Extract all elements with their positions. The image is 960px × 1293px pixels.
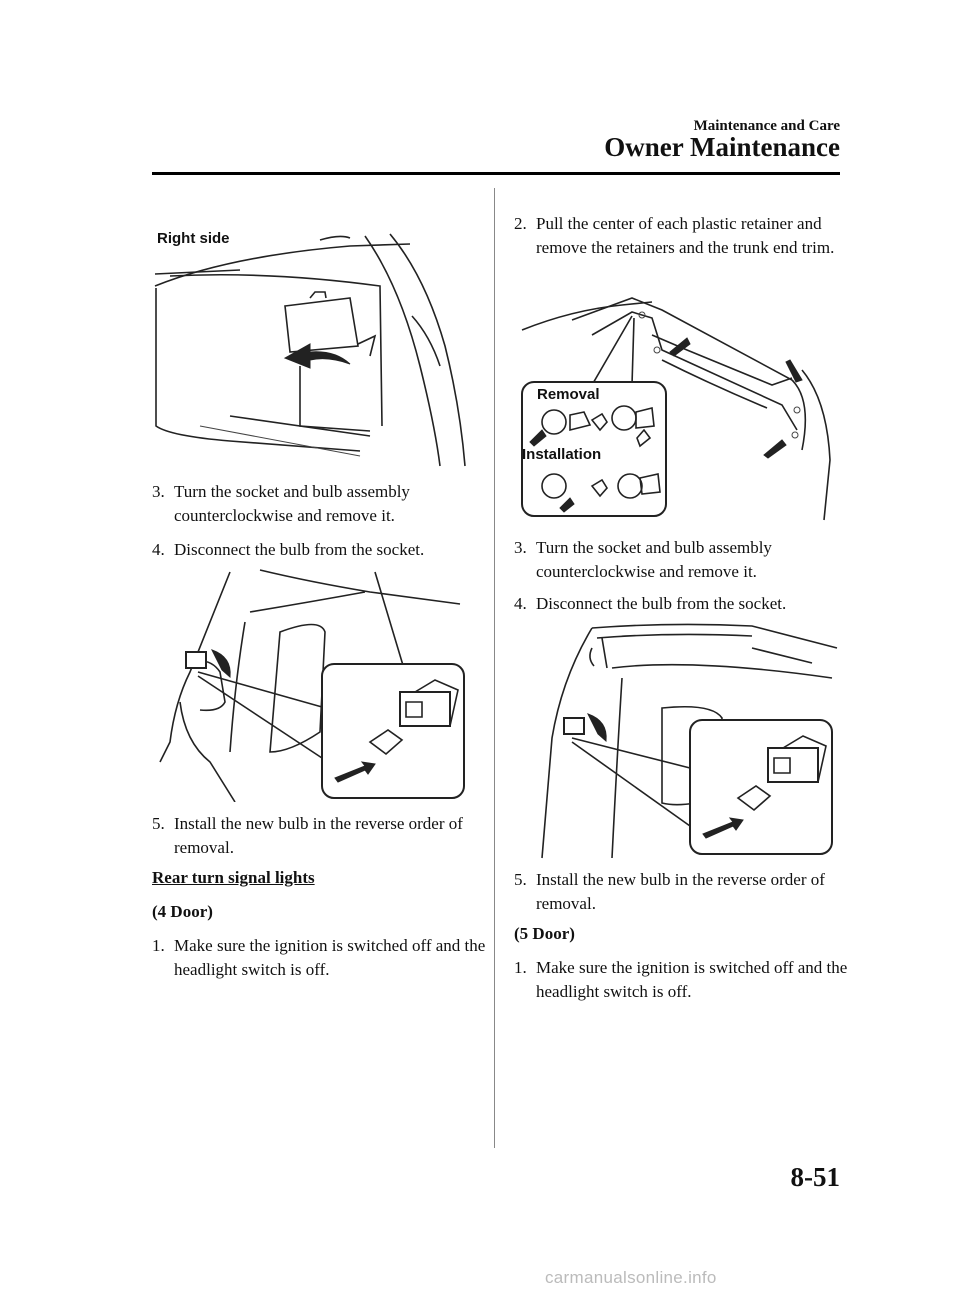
figure-left-socket-bulb	[150, 562, 470, 802]
figure-right-side-trunk	[150, 226, 470, 470]
right-step-3: 3.Turn the socket and bulb assembly coun…	[514, 538, 772, 581]
four-door-subheading: (4 Door)	[152, 902, 213, 921]
figure-label-right-side: Right side	[157, 230, 230, 247]
five-door-subheading: (5 Door)	[514, 924, 575, 943]
right-step-4: 4.Disconnect the bulb from the socket.	[514, 594, 787, 613]
rear-turn-signal-heading: Rear turn signal lights	[152, 868, 315, 887]
column-divider	[494, 188, 495, 1148]
left-step-1: 1.Make sure the ignition is switched off…	[152, 936, 486, 979]
figure-label-installation: Installation	[522, 446, 602, 463]
right-step-1: 1.Make sure the ignition is switched off…	[514, 958, 848, 1001]
header-rule	[152, 172, 840, 175]
section-label: Maintenance and Care	[693, 118, 840, 134]
page-title: Owner Maintenance	[604, 132, 840, 162]
page-number: 8-51	[790, 1162, 841, 1192]
right-step-5: 5.Install the new bulb in the reverse or…	[514, 870, 825, 913]
left-step-4: 4.Disconnect the bulb from the socket.	[152, 540, 425, 559]
figure-right-socket-bulb	[512, 618, 842, 860]
figure-trunk-retainers	[512, 290, 842, 522]
right-step-2: 2.Pull the center of each plastic retain…	[514, 214, 835, 257]
watermark-footer: carmanualsonline.info	[545, 1268, 717, 1287]
figure-label-removal: Removal	[537, 386, 600, 403]
left-step-5: 5.Install the new bulb in the reverse or…	[152, 814, 463, 857]
left-step-3: 3.Turn the socket and bulb assembly coun…	[152, 482, 410, 525]
